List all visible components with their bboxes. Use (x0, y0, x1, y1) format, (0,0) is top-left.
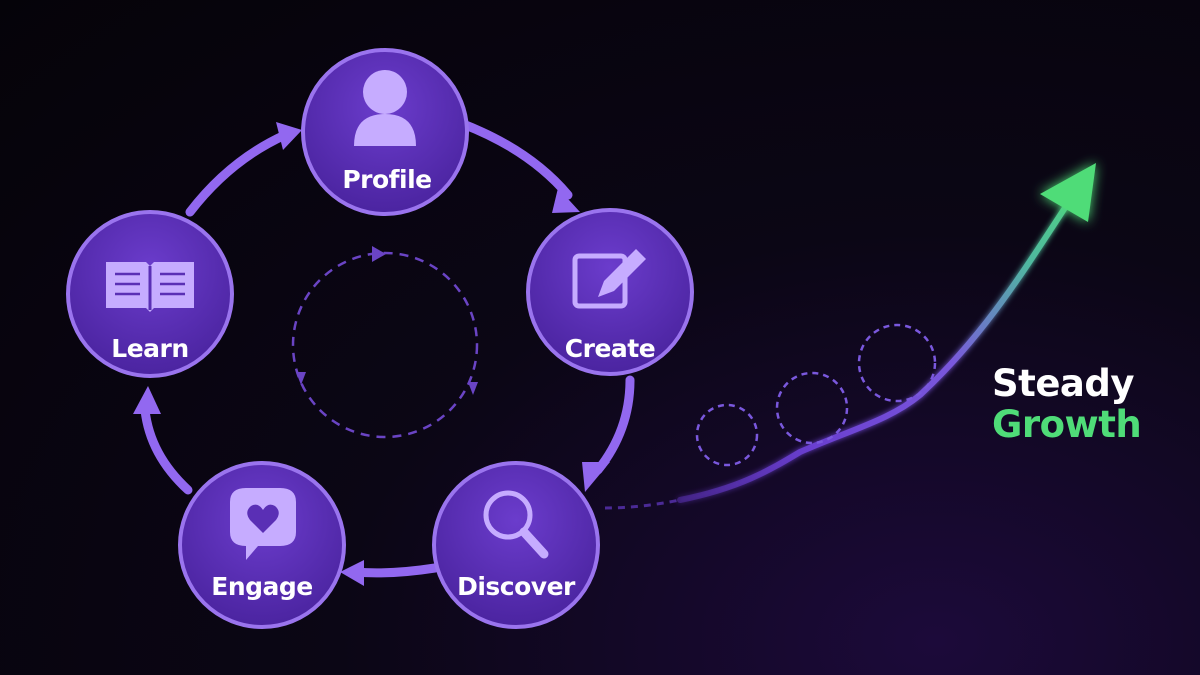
arrowhead-learn (133, 386, 161, 414)
node-engage-label: Engage (211, 572, 313, 601)
node-profile-label: Profile (342, 165, 431, 194)
growth-loop-3 (857, 323, 937, 403)
person-icon (354, 70, 416, 146)
growth-loop-2 (775, 371, 849, 445)
tagline-steady: Steady (992, 362, 1135, 405)
node-create-label: Create (565, 334, 655, 363)
inner-arrowhead-right (468, 382, 478, 395)
cycle-arrowheads (133, 122, 610, 586)
inner-arrowhead-left (296, 372, 306, 385)
node-profile: Profile (301, 48, 469, 216)
inner-cycle (291, 251, 479, 439)
arrow-engage-to-learn (140, 405, 193, 495)
node-learn: Learn (66, 210, 234, 378)
arrowhead-create (552, 188, 580, 213)
growth-curve (604, 163, 1096, 510)
heart-chat-icon (230, 488, 296, 560)
tagline: Steady Growth (992, 362, 1142, 447)
inner-arrowhead-top (372, 246, 386, 262)
inner-cycle-ring (291, 251, 479, 439)
arrowhead-engage (340, 560, 364, 586)
growth-arrowhead (1040, 163, 1096, 222)
edit-icon (572, 249, 646, 309)
arrowhead-discover (582, 462, 610, 492)
book-icon (106, 262, 194, 312)
node-learn-label: Learn (111, 334, 188, 363)
growth-path (677, 182, 1083, 503)
growth-loop-1 (695, 403, 759, 467)
arrow-create-to-discover (593, 375, 635, 475)
arrow-discover-to-engage (350, 563, 440, 578)
arrowhead-profile (276, 122, 302, 150)
search-icon (483, 490, 549, 559)
tagline-growth: Growth (992, 403, 1142, 447)
arrow-profile-to-create (458, 119, 573, 200)
arrow-learn-to-profile (185, 130, 290, 217)
cycle-arrows (140, 119, 635, 578)
node-engage: Engage (178, 461, 346, 629)
node-discover: Discover (432, 461, 600, 629)
node-create: Create (526, 208, 694, 376)
node-discover-circle (432, 461, 600, 629)
inner-cycle-arrowheads (296, 246, 478, 395)
growth-path-dashed-start (604, 498, 681, 510)
node-discover-label: Discover (457, 572, 576, 601)
